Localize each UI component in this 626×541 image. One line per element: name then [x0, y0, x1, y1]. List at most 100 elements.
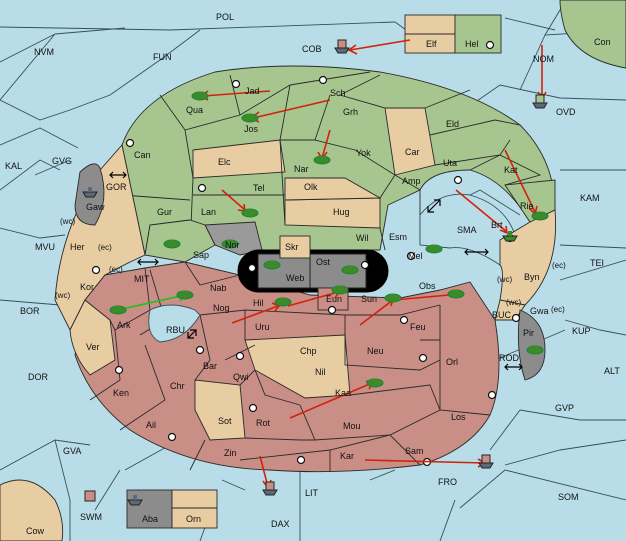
kup-label: KUP — [572, 326, 591, 336]
hel-label: Hel — [465, 39, 479, 49]
ver-province[interactable] — [69, 299, 116, 376]
rbu-sea[interactable] — [148, 304, 201, 343]
army-icon — [425, 244, 443, 254]
dax-label: DAX — [271, 519, 290, 529]
rbu-label: RBU — [166, 325, 185, 335]
yok-label: Yok — [356, 148, 371, 158]
nom-label: NOM — [533, 54, 554, 64]
byn-ec-label: (ec) — [552, 261, 566, 270]
fleet-icon — [262, 481, 278, 496]
gvp-label: GVP — [555, 403, 574, 413]
car-label: Car — [405, 147, 420, 157]
tel-label: Tel — [253, 183, 265, 193]
qwi-label: Qwi — [233, 372, 249, 382]
con-label: Con — [594, 37, 611, 47]
buc-label: BUC — [492, 310, 512, 320]
adjacency-markers — [109, 171, 523, 371]
los-label: Los — [451, 412, 466, 422]
fleet-icon — [82, 187, 98, 198]
army-icon — [313, 155, 331, 165]
fro-label: FRO — [438, 477, 457, 487]
fleet-icon — [127, 495, 143, 506]
mou-label: Mou — [343, 421, 361, 431]
web-label: Web — [286, 273, 304, 283]
kor-wc-label: (wc) — [55, 291, 70, 300]
neu-label: Neu — [367, 346, 384, 356]
sma-sea[interactable] — [419, 193, 516, 266]
byn-wc-label: (wc) — [497, 275, 512, 284]
chp-province[interactable] — [244, 334, 351, 399]
kat-label: Kat — [504, 165, 518, 175]
elc-province[interactable] — [192, 139, 286, 179]
army-icon — [221, 239, 239, 249]
zin-label: Zin — [224, 448, 237, 458]
gvg-label: GVG — [52, 156, 72, 166]
gor-label: GOR — [106, 182, 127, 192]
chr-label: Chr — [170, 381, 185, 391]
cob-label: COB — [302, 44, 322, 54]
sam-label: Sam — [405, 446, 424, 456]
con-land[interactable] — [559, 0, 626, 69]
army-icon — [109, 305, 127, 315]
gwa-wc-label: (wc) — [506, 298, 521, 307]
sot-province[interactable] — [194, 379, 246, 441]
mit-label: MIT — [134, 274, 150, 284]
nar-label: Nar — [294, 164, 309, 174]
nvm-label: NVM — [34, 47, 54, 57]
ost-label: Ost — [316, 257, 331, 267]
aba-label: Aba — [142, 514, 158, 524]
skr-label: Skr — [285, 242, 299, 252]
som-label: SOM — [558, 492, 579, 502]
orl-label: Orl — [446, 357, 458, 367]
pol-label: POL — [216, 12, 234, 22]
can-label: Can — [134, 150, 151, 160]
army-icon — [263, 260, 281, 270]
orn-label: Orn — [186, 514, 201, 524]
cow-land[interactable] — [0, 479, 64, 541]
gaw-label: Gaw — [86, 202, 105, 212]
coast-labels: (wc) (ec) (ec) (wc) (wc) (ec) (wc) (ec) — [55, 217, 566, 314]
army-icon — [531, 211, 549, 221]
army-icon — [241, 208, 259, 218]
gwa-ec-label: (ec) — [551, 305, 565, 314]
jos-label: Jos — [244, 124, 259, 134]
ver-label: Ver — [86, 342, 100, 352]
wil-label: Wil — [356, 233, 369, 243]
bor-label: BOR — [20, 306, 40, 316]
her-ec-label: (ec) — [98, 243, 112, 252]
byn-province[interactable] — [499, 209, 557, 306]
tei-label: TEI — [590, 258, 604, 268]
pir-province[interactable] — [517, 309, 546, 381]
army-icon — [163, 239, 181, 249]
kam-label: KAM — [580, 193, 600, 203]
bar-label: Bar — [203, 361, 217, 371]
olk-label: Olk — [304, 182, 318, 192]
ovd-label: OVD — [556, 107, 576, 117]
obs-label: Obs — [419, 281, 436, 291]
sea-labels: POL NVM FUN COB Con NOM OVD KAL GVG GOR … — [5, 12, 620, 536]
gur-label: Gur — [157, 207, 172, 217]
fleet-icon — [478, 454, 494, 469]
skr-province[interactable] — [279, 235, 311, 259]
fleet-icon — [502, 231, 518, 242]
sma-label: SMA — [457, 225, 477, 235]
amp-label: Amp — [402, 176, 421, 186]
swm-label: SWM — [80, 512, 102, 522]
ken-label: Ken — [113, 388, 129, 398]
lit-label: LIT — [305, 488, 319, 498]
feu-label: Feu — [410, 322, 426, 332]
elf-label: Elf — [426, 39, 437, 49]
lan-label: Lan — [201, 207, 216, 217]
rie-label: Rie — [520, 201, 534, 211]
orn-province[interactable] — [171, 489, 218, 529]
ail-label: Ail — [146, 420, 156, 430]
brt-label: Brt — [491, 220, 503, 230]
kor-label: Kor — [80, 282, 94, 292]
sot-label: Sot — [218, 416, 232, 426]
nor-province[interactable] — [204, 221, 263, 256]
gva-label: GVA — [63, 446, 81, 456]
army-icon — [176, 290, 194, 300]
nab-label: Nab — [210, 283, 227, 293]
kor-ec-label: (ec) — [109, 265, 123, 274]
jad-label: Jad — [245, 86, 260, 96]
